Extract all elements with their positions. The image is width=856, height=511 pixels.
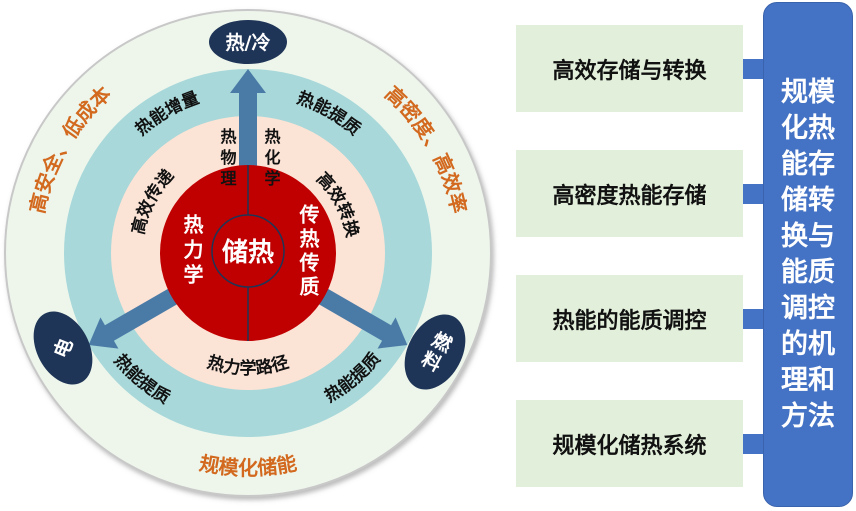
box-high-density-storage: 高密度热能存储 [516,150,743,237]
thermophysics-label: 热物理 [218,127,237,191]
node-fuel: 燃料 [404,314,466,390]
box-energy-quality-regulation: 热能的能质调控 [516,275,743,362]
connector [743,184,764,204]
side-title: 规模化热能存储转换与能质调控的机理和方法 [781,76,835,432]
arrow-to-heat-cold [230,69,266,168]
thermal-storage-diagram: 储热 热力学 传热传质 热物理 热化学 高效传递 高效转换 热力学路径 热能增量… [4,9,492,497]
arrow-to-electricity [88,287,179,349]
node-electricity: 电 [33,311,93,385]
connector [743,434,764,454]
center-label: 储热 [222,237,274,268]
side-title-box: 规模化热能存储转换与能质调控的机理和方法 [763,2,853,507]
thermochemistry-label: 热化学 [262,127,281,191]
box-large-scale-system: 规模化储热系统 [516,400,743,487]
arrow-to-fuel [317,287,408,349]
thermodynamics-label: 热力学 [180,214,204,289]
connector [743,59,764,79]
node-heat-cold: 热/冷 [209,20,287,64]
center-circle [211,214,285,288]
node-heat-cold-label: 热/冷 [226,31,271,54]
heat-mass-transfer-label: 传热传质 [296,204,320,300]
box-efficient-storage-conversion: 高效存储与转换 [516,25,743,112]
connector [743,309,764,329]
